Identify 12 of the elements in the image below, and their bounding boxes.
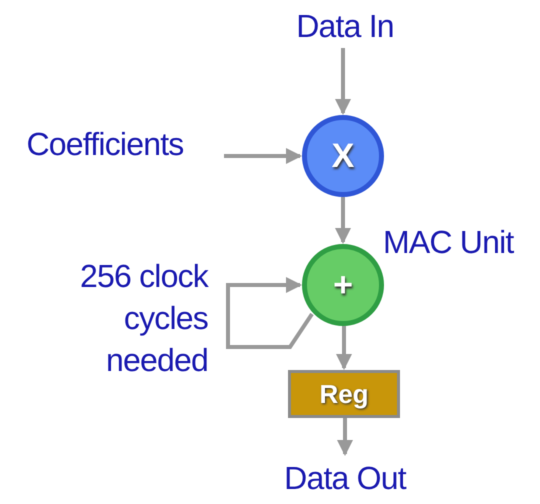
unit-label: MAC Unit — [383, 223, 514, 262]
arrow — [335, 197, 351, 244]
register-box: Reg — [288, 370, 400, 418]
arrow — [226, 277, 314, 349]
arrow — [224, 148, 302, 164]
node-label: Data Out — [255, 456, 435, 500]
arrow — [336, 326, 352, 370]
note-text: 256 clock cycles needed — [79, 257, 208, 380]
arrow — [337, 418, 353, 456]
arrow — [335, 48, 351, 115]
node-label: Coefficients — [2, 122, 208, 166]
node-label: Data In — [270, 4, 420, 48]
